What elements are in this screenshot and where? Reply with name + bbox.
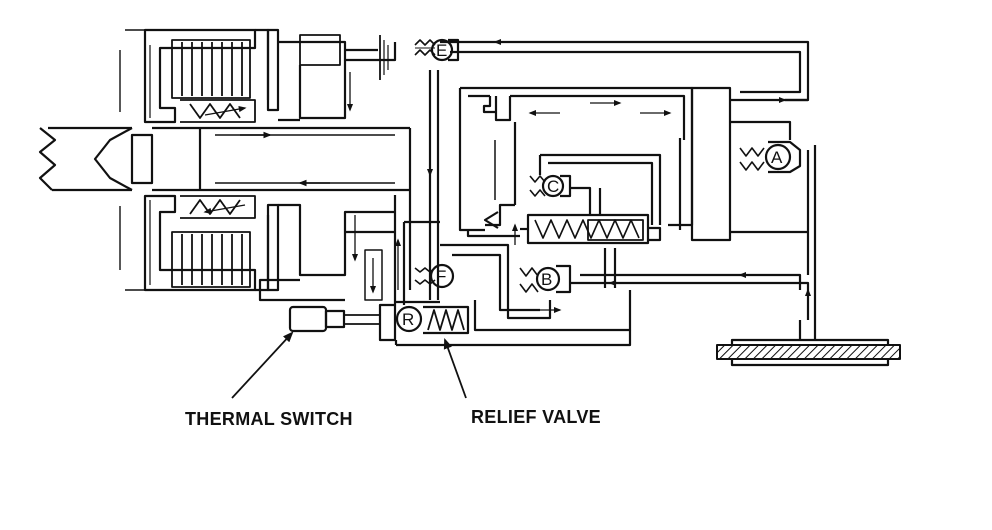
clutch-pack-lower xyxy=(171,231,251,288)
check-valve-a xyxy=(739,140,802,174)
reservoir xyxy=(716,320,901,367)
thermal-switch-leader xyxy=(231,331,294,399)
valve-label-b: B xyxy=(541,270,552,289)
top-return-line xyxy=(440,38,810,104)
input-shaft xyxy=(38,126,412,192)
lower-passages xyxy=(394,145,817,347)
check-valve-f xyxy=(414,263,455,289)
thermal-switch xyxy=(288,303,397,342)
regulator-valve xyxy=(520,213,662,245)
relief-valve-symbol xyxy=(395,305,470,335)
valve-label-f: F xyxy=(436,267,446,286)
valve-label-r: R xyxy=(402,310,414,329)
spool-passage xyxy=(466,122,520,245)
check-valve-e xyxy=(414,38,460,62)
valve-label-c: C xyxy=(547,177,559,196)
valve-label-a: A xyxy=(771,148,783,167)
clutch-piston-upper xyxy=(180,99,256,123)
check-valve-c-body xyxy=(538,153,662,225)
thermal-switch-label: THERMAL SWITCH xyxy=(185,409,353,429)
check-valve-c xyxy=(529,174,572,198)
relief-valve-label: RELIEF VALVE xyxy=(471,407,601,427)
clutch-pack-upper xyxy=(171,39,251,99)
center-passages xyxy=(394,70,440,305)
piston-block xyxy=(678,86,808,242)
fluid-passages-clutch xyxy=(258,34,412,305)
clutch-piston-lower xyxy=(180,195,256,219)
relief-valve-leader xyxy=(443,337,467,399)
clutch-housing xyxy=(119,28,280,292)
check-valve-b xyxy=(519,264,572,294)
valve-label-e: E xyxy=(436,41,447,60)
